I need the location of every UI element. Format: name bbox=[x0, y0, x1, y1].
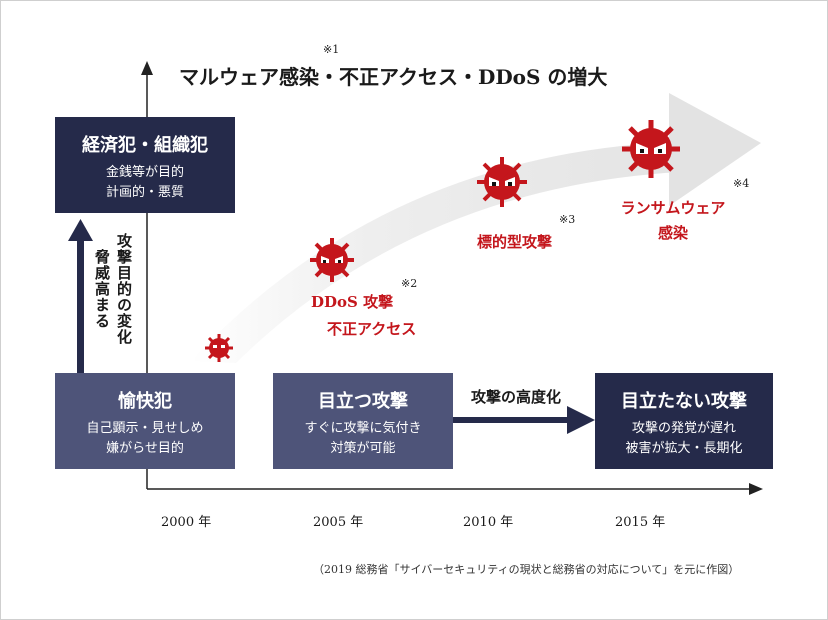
box-heading: 目立つ攻撃 bbox=[318, 391, 408, 412]
virus-icon bbox=[310, 238, 354, 282]
box-line: すぐに攻撃に気付き bbox=[304, 421, 422, 436]
virus-icon bbox=[477, 157, 527, 207]
threat-line: 不正アクセス bbox=[327, 320, 417, 338]
year-label: 2015 年 bbox=[615, 515, 666, 530]
threat-label-ddos: DDoS 攻撃 不正アクセス bbox=[311, 291, 423, 339]
box-heading: 愉快犯 bbox=[118, 391, 172, 412]
advance-arrow-head bbox=[567, 406, 595, 434]
box-line: 対策が可能 bbox=[330, 441, 396, 456]
stealth-attack-box: 目立たない攻撃 攻撃の発覚が遅れ 被害が拡大・長期化 bbox=[595, 373, 773, 469]
prankster-box: 愉快犯 自己顕示・見せしめ 嫌がらせ目的 bbox=[55, 373, 235, 469]
box-line: 金銭等が目的 bbox=[105, 165, 184, 180]
y-axis-arrowhead bbox=[141, 61, 153, 75]
year-label: 2000 年 bbox=[161, 515, 212, 530]
advance-arrow-shaft bbox=[453, 417, 573, 423]
threat-rising-label: 脅威高まる bbox=[93, 249, 111, 329]
threat-line: DDoS 攻撃 bbox=[311, 293, 394, 311]
x-axis-arrowhead bbox=[749, 483, 763, 495]
up-arrow-shaft bbox=[77, 237, 84, 375]
diagram-title: マルウェア感染・不正アクセス・DDoS の増大 bbox=[179, 65, 608, 89]
visible-attack-box: 目立つ攻撃 すぐに攻撃に気付き 対策が可能 bbox=[273, 373, 453, 469]
box-line: 嫌がらせ目的 bbox=[106, 441, 184, 456]
virus-icon bbox=[205, 334, 233, 362]
organized-crime-box: 経済犯・組織犯 金銭等が目的 計画的・悪質 bbox=[55, 117, 235, 213]
box-line: 自己顕示・見せしめ bbox=[86, 421, 204, 436]
box-line: 攻撃の発覚が遅れ bbox=[631, 421, 736, 436]
threat-line: ランサムウェア bbox=[620, 199, 726, 217]
sophistication-label: 攻撃の高度化 bbox=[471, 388, 562, 406]
threat-line: 標的型攻撃 bbox=[477, 233, 553, 251]
threat-label-targeted: 標的型攻撃 bbox=[477, 231, 552, 252]
threat-footnote-mark: ※3 bbox=[559, 213, 576, 226]
threat-label-ransomware: ランサムウェア 感染 bbox=[609, 197, 737, 243]
growth-arrow bbox=[191, 141, 701, 363]
up-arrow-head bbox=[68, 219, 93, 241]
virus-icon bbox=[622, 120, 680, 178]
year-label: 2005 年 bbox=[313, 515, 364, 530]
title-footnote-mark: ※1 bbox=[323, 43, 340, 56]
box-line: 被害が拡大・長期化 bbox=[625, 441, 743, 456]
threat-footnote-mark: ※2 bbox=[401, 277, 418, 290]
purpose-change-label: 攻撃目的の変化 bbox=[115, 233, 133, 345]
growth-arrow-head bbox=[669, 93, 761, 206]
box-line: 計画的・悪質 bbox=[105, 185, 184, 200]
box-heading: 経済犯・組織犯 bbox=[82, 135, 208, 156]
box-heading: 目立たない攻撃 bbox=[621, 391, 747, 412]
threat-footnote-mark: ※4 bbox=[733, 177, 750, 190]
year-label: 2010 年 bbox=[463, 515, 514, 530]
threat-line: 感染 bbox=[657, 224, 688, 242]
source-note: （2019 総務省「サイバーセキュリティの現状と総務省の対応について」を元に作図… bbox=[313, 563, 740, 576]
